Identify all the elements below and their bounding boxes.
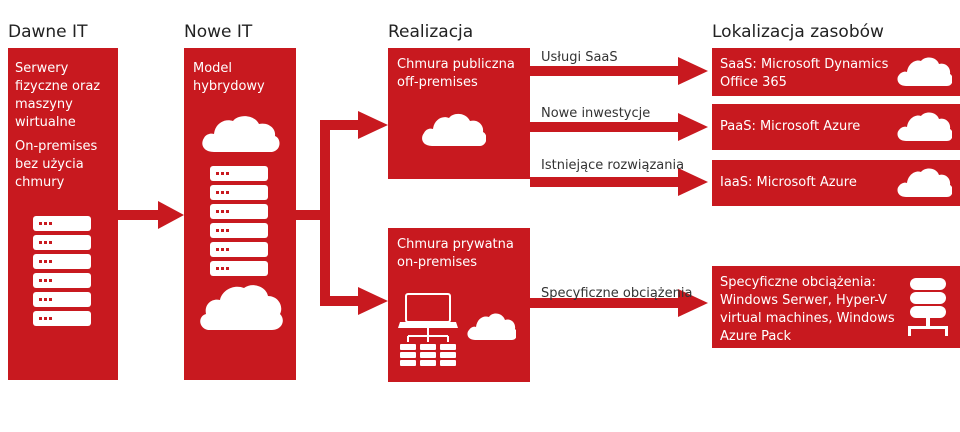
old-it-text-2: fizyczne oraz: [15, 79, 101, 94]
old-it-text-7: chmury: [15, 175, 65, 190]
header-realization: Realizacja: [388, 22, 474, 42]
old-it-text-1: Serwery: [15, 61, 69, 76]
server-stack-icon: [210, 166, 268, 276]
cloud-icon: [202, 116, 280, 152]
arrow-label-new-investments: Nowe inwestycje: [541, 106, 651, 121]
cloud-icon: [422, 113, 486, 146]
dest-specific-box: Specyficzne obciążenia: Windows Serwer, …: [712, 266, 960, 348]
dest-specific-text-2: Windows Serwer, Hyper-V: [720, 293, 888, 308]
dest-paas-text: PaaS: Microsoft Azure: [720, 119, 861, 134]
dest-specific-text-1: Specyficzne obciążenia:: [720, 275, 876, 290]
database-icon: [908, 278, 948, 336]
public-cloud-box: Chmura publiczna off-premises: [388, 48, 530, 179]
cloud-icon: [200, 285, 283, 330]
old-it-box: Serwery fizyczne oraz maszyny wirtualne …: [8, 48, 118, 380]
old-it-text-6: bez użycia: [15, 157, 84, 172]
server-stack-icon: [33, 216, 91, 326]
old-it-text-5: On-premises: [15, 139, 98, 154]
arrow-label-existing: Istniejące rozwiązania: [541, 158, 685, 173]
dest-saas-box: SaaS: Microsoft Dynamics Office 365: [712, 48, 960, 96]
laptop-icon: [398, 293, 458, 366]
private-cloud-text-2: on-premises: [397, 255, 478, 270]
new-it-text-1: Model: [193, 61, 233, 76]
old-it-text-3: maszyny: [15, 97, 73, 112]
new-it-text-2: hybrydowy: [193, 79, 265, 94]
dest-iaas-text: IaaS: Microsoft Azure: [720, 175, 857, 190]
cloud-icon: [467, 313, 516, 340]
private-cloud-box: Chmura prywatna on-premises: [388, 228, 530, 382]
public-cloud-text-2: off-premises: [397, 75, 478, 90]
old-it-text-4: wirtualne: [15, 115, 76, 130]
new-it-box: Model hybrydowy: [184, 48, 296, 380]
header-new-it: Nowe IT: [184, 22, 253, 42]
cloud-icon: [897, 168, 952, 197]
private-cloud-text-1: Chmura prywatna: [397, 237, 514, 252]
dest-specific-text-4: Azure Pack: [720, 329, 792, 344]
header-resource-location: Lokalizacja zasobów: [712, 22, 884, 42]
arrow-label-saas: Usługi SaaS: [541, 50, 618, 65]
dest-saas-text-2: Office 365: [720, 75, 787, 90]
cloud-icon: [897, 112, 952, 141]
public-cloud-text-1: Chmura publiczna: [397, 57, 515, 72]
dest-paas-box: PaaS: Microsoft Azure: [712, 104, 960, 150]
header-old-it: Dawne IT: [8, 22, 88, 42]
dest-specific-text-3: virtual machines, Windows: [720, 311, 895, 326]
cloud-icon: [897, 57, 952, 86]
dest-saas-text-1: SaaS: Microsoft Dynamics: [720, 57, 889, 72]
arrow-label-specific: Specyficzne obciążenia: [541, 286, 693, 301]
dest-iaas-box: IaaS: Microsoft Azure: [712, 160, 960, 206]
